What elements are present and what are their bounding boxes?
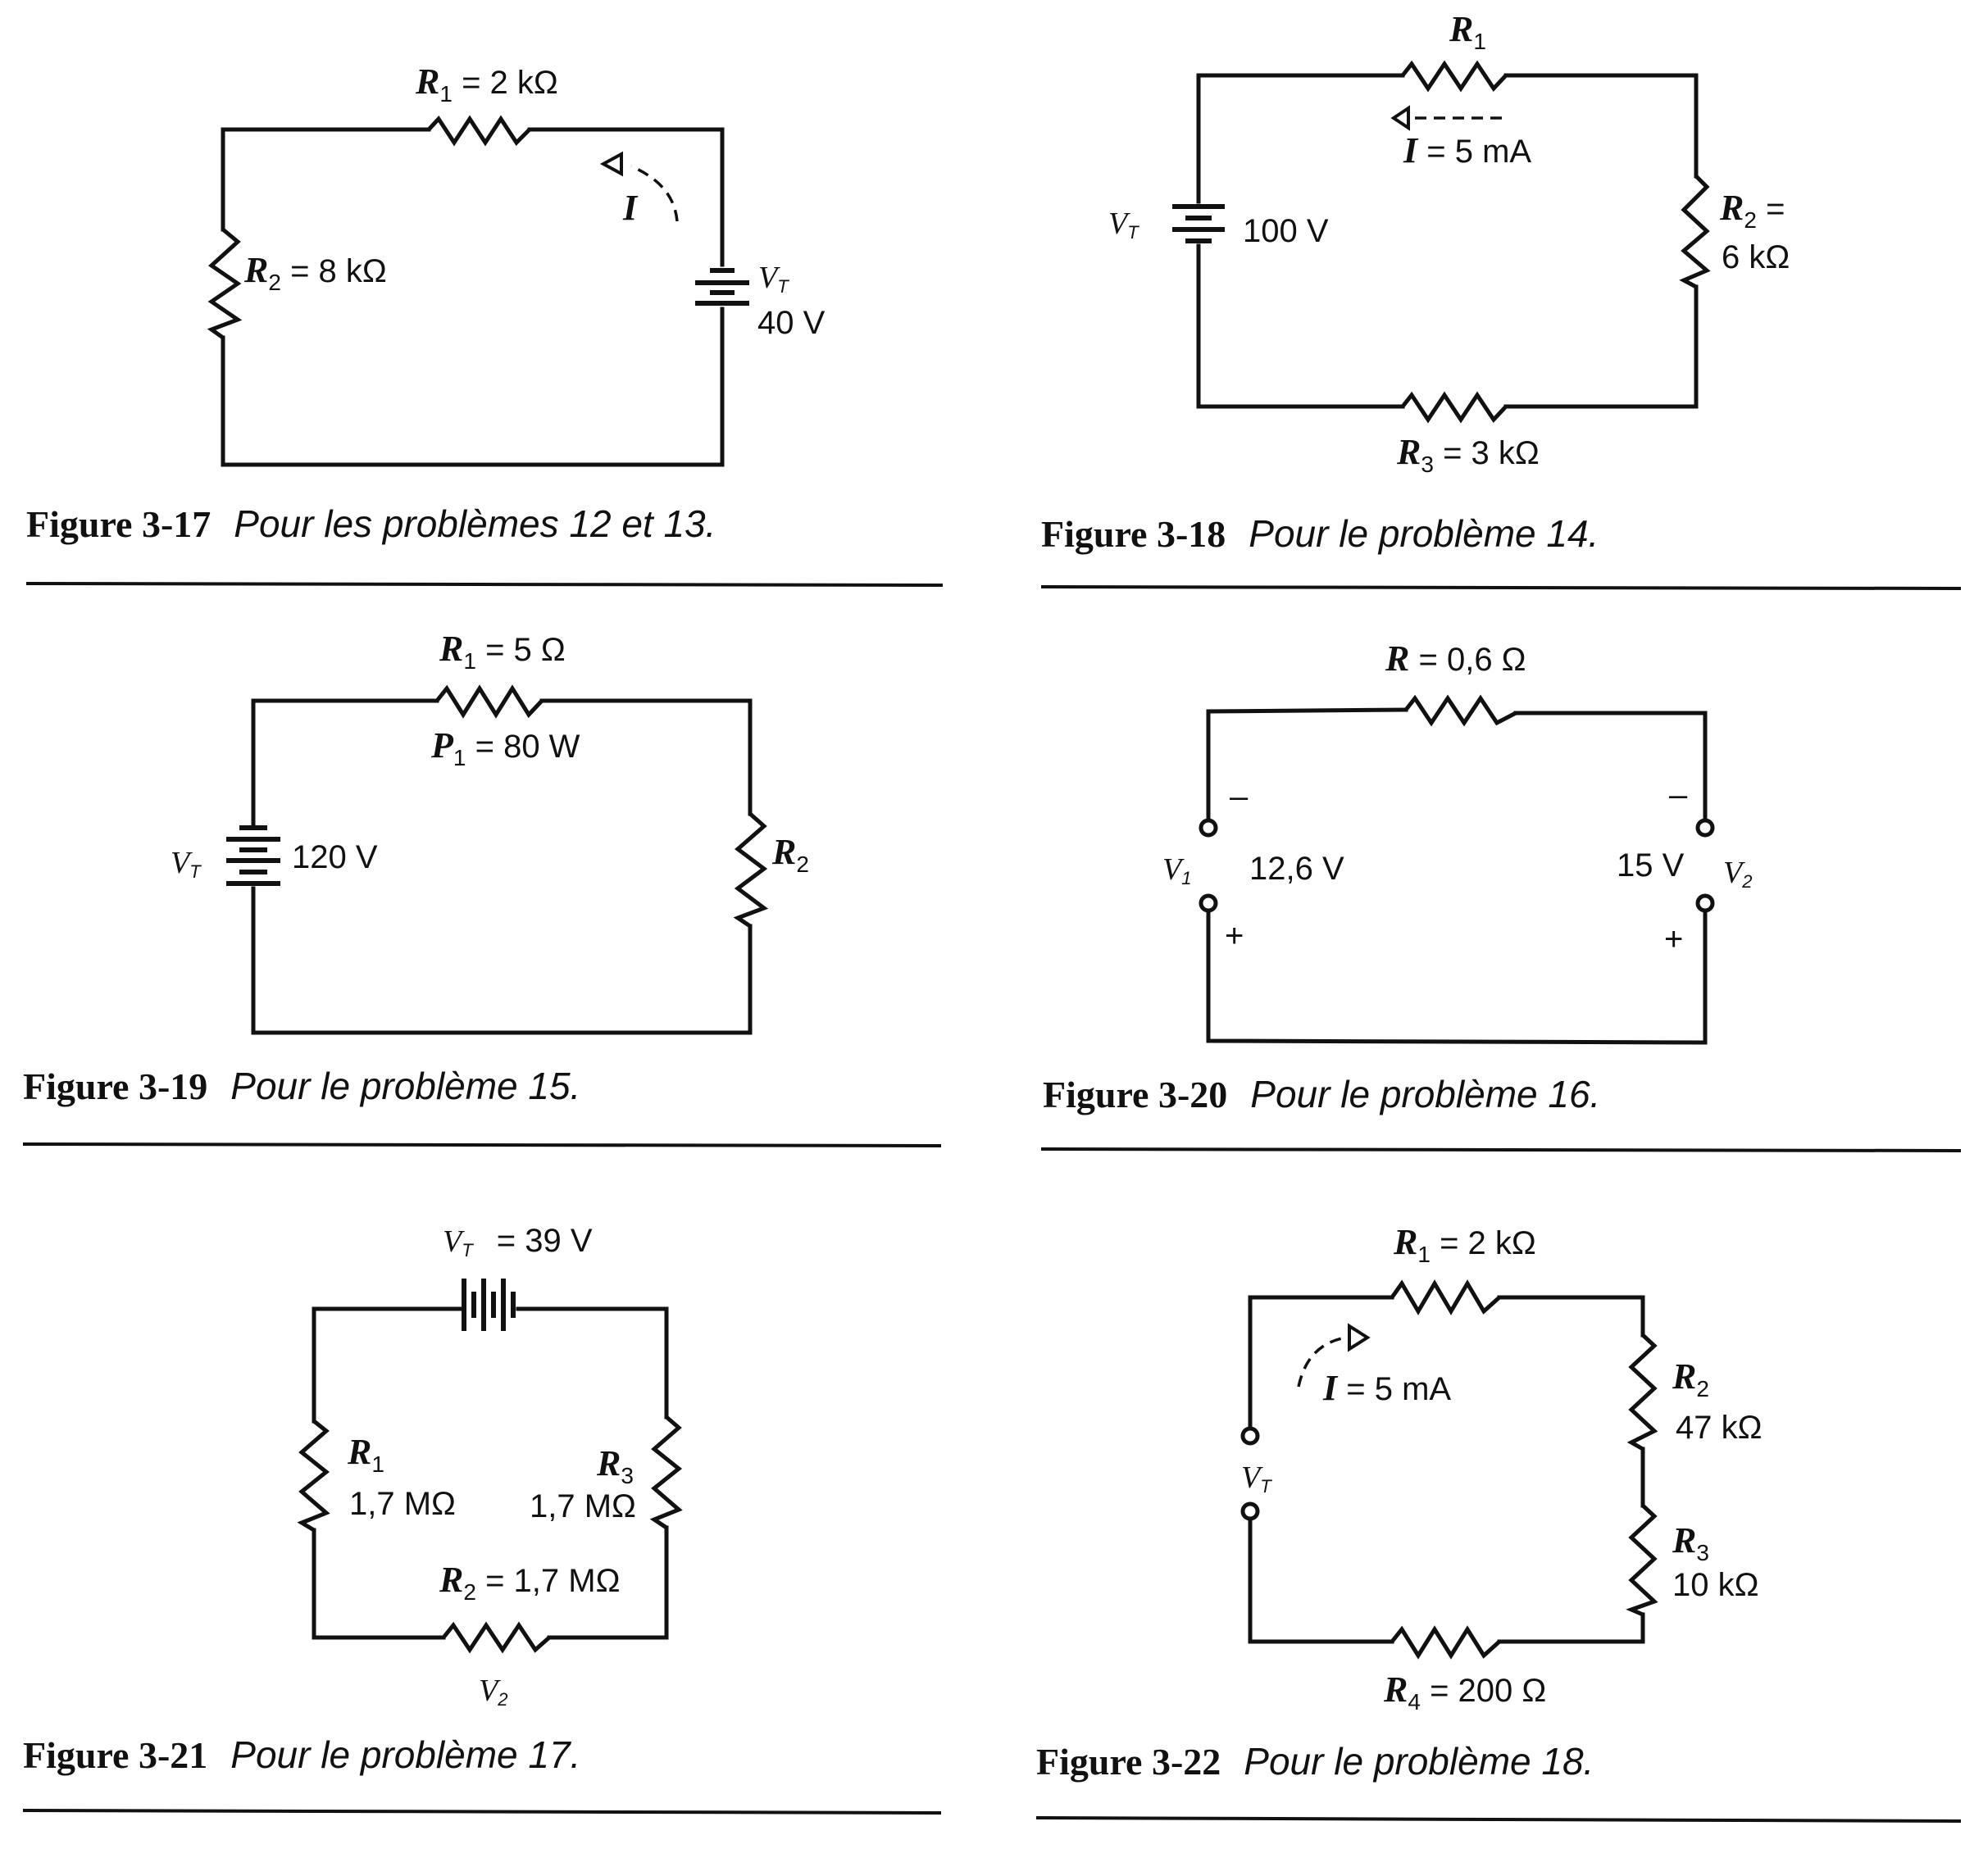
current-label: I (623, 188, 638, 228)
resistor-label: R = 0,6 Ω (1385, 638, 1526, 679)
wire (1248, 1295, 1645, 1644)
terminal-vt-top (1240, 1426, 1260, 1446)
figure-3-21-circuit (297, 1279, 683, 1654)
resistor-r1-symbol (427, 115, 531, 147)
section-divider (22, 1809, 942, 1815)
r3-value: 1,7 MΩ (530, 1488, 636, 1524)
wire (1206, 707, 1708, 1045)
source-value: 40 V (757, 305, 826, 341)
resistor-r3-symbol (1401, 391, 1508, 424)
r2-label: R2 = 8 kΩ (244, 250, 387, 295)
battery-symbol (695, 268, 749, 306)
v2-label: V2 (1723, 856, 1753, 892)
figure-3-19-circuit (226, 684, 769, 1035)
v2-value: 15 V (1617, 847, 1685, 883)
v2-minus-sign: – (1669, 777, 1688, 813)
source-value: 100 V (1243, 213, 1329, 249)
resistor-r1-symbol (1401, 60, 1508, 93)
resistor-r2-symbol (1679, 175, 1711, 289)
wire (312, 1306, 669, 1640)
resistor-r1-symbol (1390, 1279, 1501, 1315)
source-label: VT (1241, 1460, 1271, 1497)
r3-label: R3 (597, 1443, 634, 1488)
v1-label: V1 (1162, 852, 1192, 888)
terminal-v2-positive (1695, 893, 1715, 913)
r2-value: 47 kΩ (1676, 1410, 1763, 1446)
source-label: VT (171, 846, 201, 882)
terminal-v2-negative (1695, 818, 1715, 838)
r2-label: R2 = 1,7 MΩ (439, 1560, 621, 1605)
v1-value: 12,6 V (1249, 851, 1344, 887)
v2-plus-sign: + (1664, 921, 1684, 957)
battery-symbol (1172, 204, 1225, 243)
source-label: VT = 39 V (443, 1223, 593, 1261)
section-divider (22, 1142, 942, 1147)
r1-value: 1,7 MΩ (349, 1486, 456, 1522)
r2-label: R2 = (1720, 188, 1785, 233)
r2-label: R2 (1672, 1356, 1709, 1401)
r1-label: R1 (348, 1432, 384, 1477)
v2-label: V2 (479, 1674, 508, 1710)
resistor-resistor-symbol (1404, 694, 1517, 727)
source-label: VT (758, 261, 789, 297)
terminal-v1-negative (1199, 818, 1218, 838)
current-arrow-icon (599, 151, 679, 222)
terminal-v1-positive (1199, 893, 1218, 913)
battery-symbol (226, 825, 280, 886)
resistor-r2-symbol (442, 1621, 551, 1654)
resistor-r2-symbol (733, 812, 769, 929)
r4-label: R4 = 200 Ω (1384, 1669, 1547, 1715)
section-divider (1040, 585, 1962, 590)
figure-3-18-circuit (1172, 60, 1711, 424)
resistor-r3-symbol (649, 1415, 683, 1530)
r3-label: R3 (1672, 1520, 1709, 1565)
source-label: VT (1108, 207, 1139, 243)
resistor-r1-symbol (297, 1419, 330, 1533)
r1-label: R1 (1449, 9, 1486, 54)
section-divider (1035, 1816, 1962, 1823)
r2-value: 6 kΩ (1722, 239, 1790, 275)
source-value: 120 V (292, 839, 378, 875)
figure-3-20-circuit (1199, 694, 1715, 1045)
v1-plus-sign: + (1225, 918, 1244, 954)
r3-value: 10 kΩ (1672, 1567, 1759, 1603)
r1-label: R1 = 2 kΩ (416, 61, 558, 107)
current-label: I = 5 mA (1403, 130, 1532, 170)
wire (221, 127, 725, 467)
current-arrow-icon (1390, 105, 1502, 131)
r3-label: R3 = 3 kΩ (1397, 432, 1540, 477)
current-arrow-icon (1297, 1323, 1371, 1388)
resistor-r4-symbol (1390, 1625, 1501, 1660)
wire (1196, 73, 1699, 409)
figure-3-22-circuit (1240, 1279, 1658, 1660)
resistor-r2-symbol (207, 228, 243, 340)
v1-minus-sign: – (1230, 779, 1249, 815)
r1-label: R1 = 5 Ω (439, 629, 566, 674)
section-divider (25, 582, 944, 587)
wire (251, 698, 753, 1035)
resistor-r2-symbol (1626, 1333, 1658, 1451)
figure-3-17-circuit (207, 115, 749, 467)
r2-label: R2 (772, 832, 809, 877)
r1-label: R1 = 2 kΩ (1394, 1222, 1536, 1267)
resistor-r3-symbol (1626, 1504, 1658, 1617)
terminal-vt-bottom (1240, 1501, 1260, 1521)
p1-label: P1 = 80 W (431, 725, 580, 770)
section-divider (1040, 1147, 1962, 1152)
battery-symbol (462, 1279, 516, 1331)
current-label: I = 5 mA (1323, 1368, 1452, 1408)
resistor-r1-symbol (435, 684, 544, 719)
